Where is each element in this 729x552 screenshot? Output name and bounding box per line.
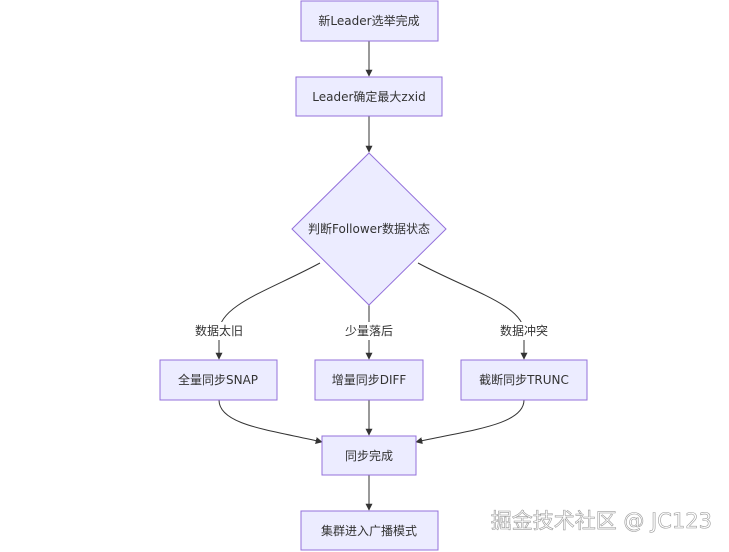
node-max-zxid: Leader确定最大zxid xyxy=(295,76,443,117)
node-broadcast: 集群进入广播模式 xyxy=(300,510,439,551)
edge-snap-to-done xyxy=(218,399,323,444)
node-trunc: 截断同步TRUNC xyxy=(460,359,588,401)
edge-judge-to-snap xyxy=(215,262,321,360)
edge-labels: 数据太旧 少量落后 数据冲突 xyxy=(193,322,550,340)
node-sync-done-label: 同步完成 xyxy=(345,448,393,463)
node-max-zxid-label: Leader确定最大zxid xyxy=(312,89,426,104)
node-snap-label: 全量同步SNAP xyxy=(178,372,258,387)
edge-label-conflict: 数据冲突 xyxy=(500,323,548,338)
edge-judge-to-trunc xyxy=(417,262,528,360)
node-diff: 增量同步DIFF xyxy=(314,359,424,401)
edge-label-slightly-behind: 少量落后 xyxy=(345,324,393,338)
edge-label-too-old: 数据太旧 xyxy=(195,323,243,338)
node-judge-state: 判断Follower数据状态 xyxy=(291,152,447,306)
edge-trunc-to-done xyxy=(415,399,525,445)
node-sync-done: 同步完成 xyxy=(321,435,417,476)
node-trunc-label: 截断同步TRUNC xyxy=(479,372,569,387)
node-broadcast-label: 集群进入广播模式 xyxy=(321,523,417,538)
node-snap: 全量同步SNAP xyxy=(159,359,278,401)
watermark: 掘金技术社区 @ JC123 xyxy=(491,509,712,533)
node-diff-label: 增量同步DIFF xyxy=(332,373,407,387)
node-judge-state-label: 判断Follower数据状态 xyxy=(308,221,430,236)
node-leader-elected-label: 新Leader选举完成 xyxy=(318,13,419,28)
node-leader-elected: 新Leader选举完成 xyxy=(300,0,439,42)
